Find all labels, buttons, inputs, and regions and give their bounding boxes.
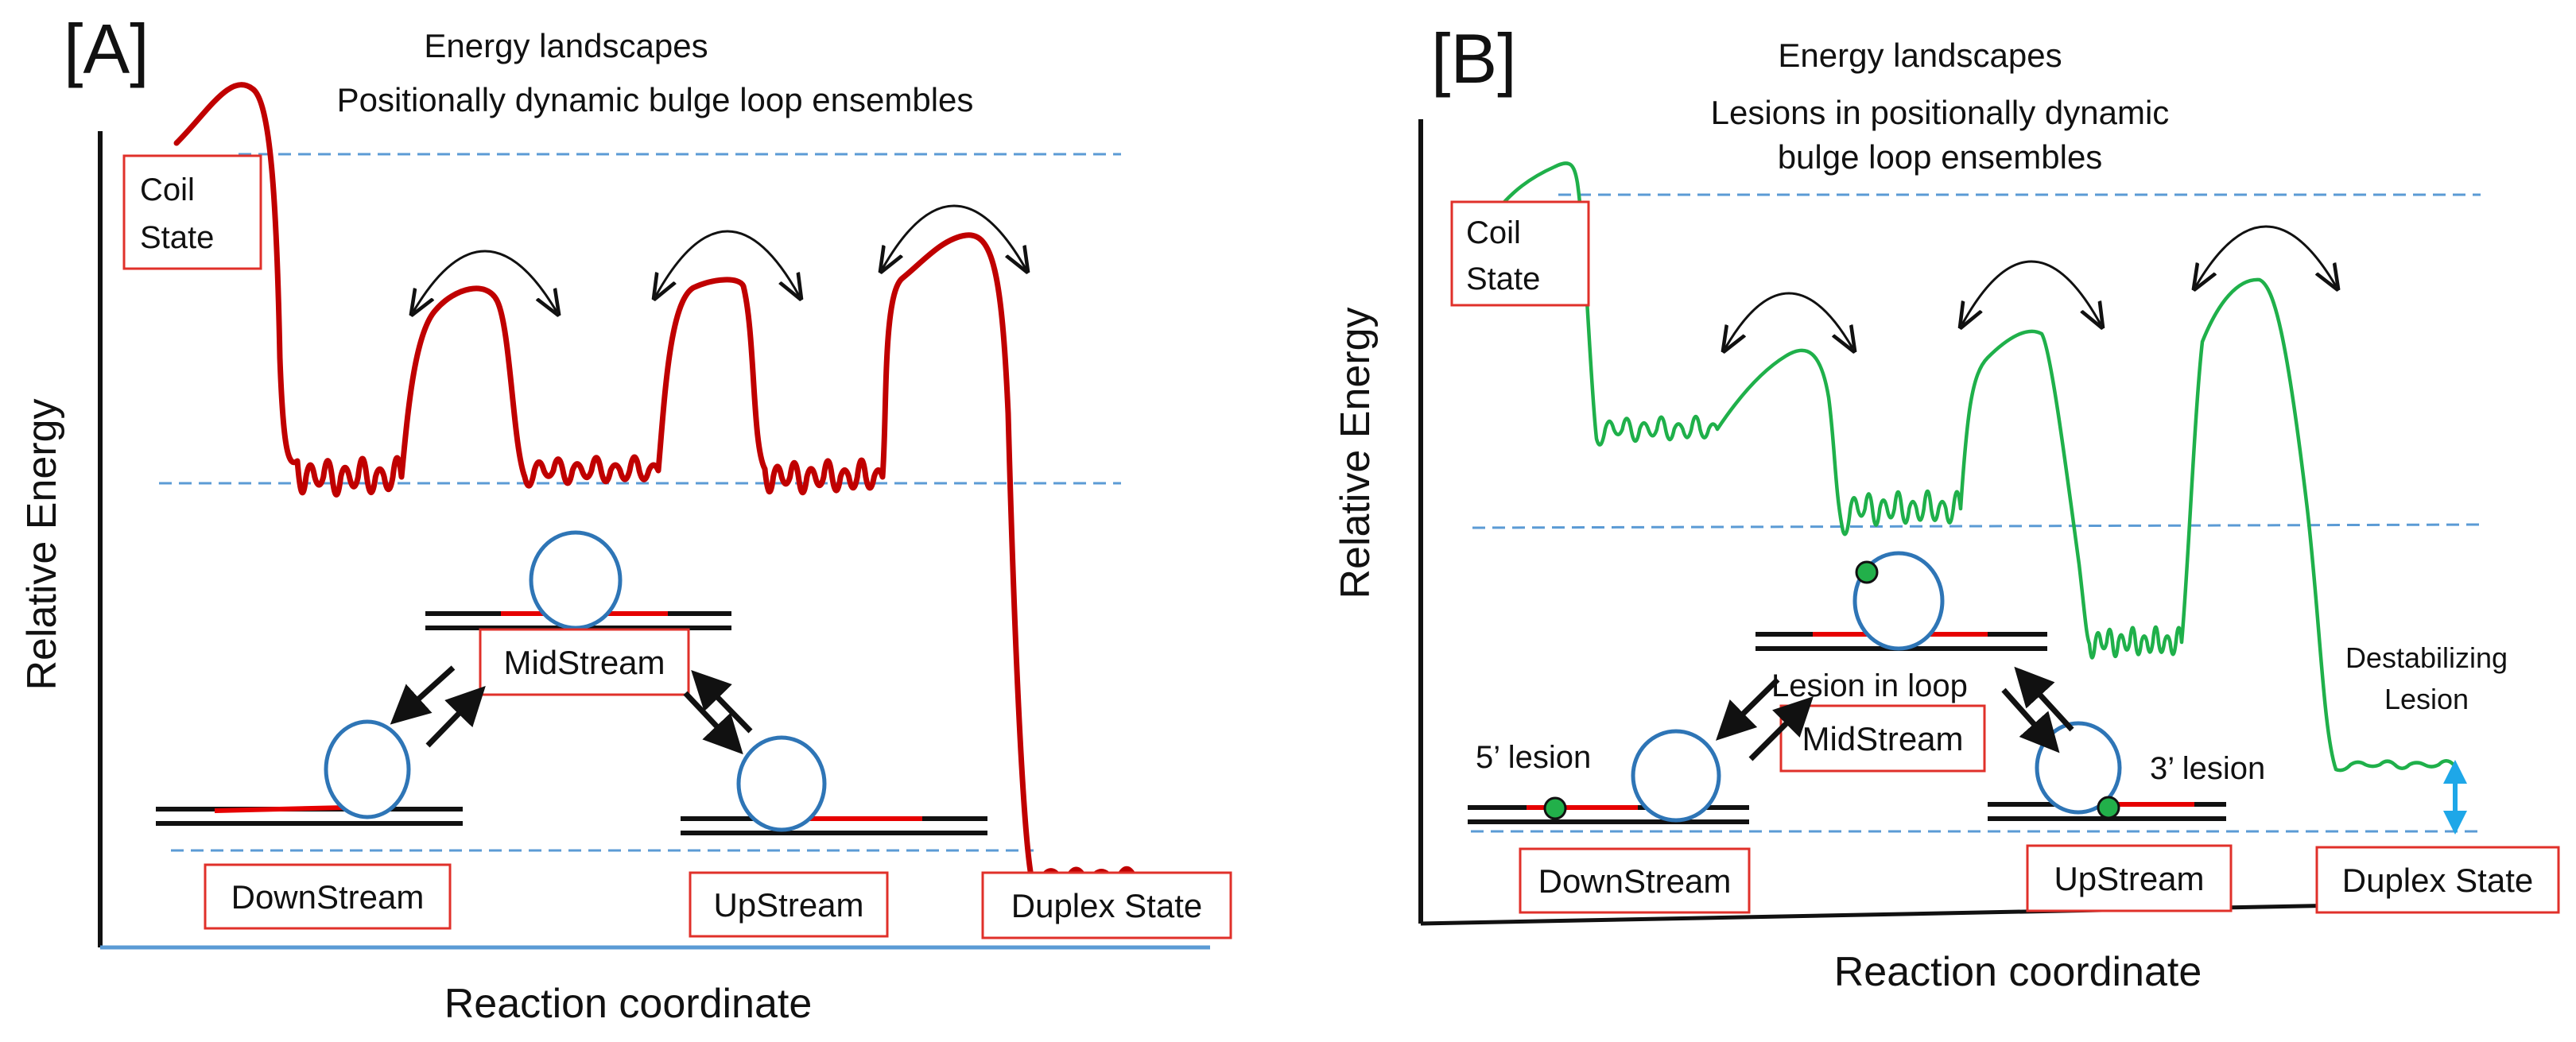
panel-b-y-axis-label: Relative Energy — [1333, 307, 1379, 598]
panel-a-y-axis-label: Relative Energy — [19, 398, 65, 690]
panel-b-x-axis-label: Reaction coordinate — [1834, 949, 2202, 995]
panel-b-three-prime-lesion: 3’ lesion — [2150, 751, 2265, 786]
panel-b-upstream-label: UpStream — [2054, 860, 2204, 897]
panel-a-downstream-loop — [324, 719, 411, 819]
panel-b-downstream-structure — [1468, 729, 1749, 824]
panel-b-exchange-arrow-2 — [1962, 260, 2101, 324]
panel-a-exchange-arrow-1 — [413, 250, 557, 312]
panel-a-equilibrium-arrows-right — [683, 669, 753, 755]
panel-a-x-axis-label: Reaction coordinate — [444, 981, 813, 1027]
panel-b-lesion-in-loop: Lesion in loop — [1771, 668, 1968, 703]
panel-b-title-line2: Lesions in positionally dynamic — [1711, 94, 2170, 131]
panel-b-downstream-box: DownStream — [1519, 847, 1751, 914]
panel-a-coil-state-line1: Coil — [140, 172, 195, 207]
panel-a-midstream-label: MidStream — [503, 644, 665, 681]
panel-b-exchange-arrow-1 — [1725, 292, 1852, 348]
panel-a-equilibrium-arrows-left — [390, 665, 486, 748]
panel-a-downstream-label: DownStream — [231, 878, 425, 916]
panel-a-coil-state-box: Coil State — [122, 154, 262, 270]
panel-b-title-line1: Energy landscapes — [1778, 37, 2062, 74]
panel-a-energy-curve — [173, 82, 1136, 885]
panel-b-downstream-label: DownStream — [1538, 862, 1732, 900]
panel-b-coil-state-line1: Coil — [1466, 215, 1521, 250]
panel-b-coil-state-line2: State — [1466, 261, 1540, 296]
panel-a-upstream-structure — [681, 735, 987, 835]
panel-a: [A] Energy landscapes Positionally dynam… — [19, 10, 1232, 1027]
panel-a-duplex-box: Duplex State — [981, 871, 1232, 939]
panel-a-upstream-label: UpStream — [713, 886, 863, 924]
panel-b-exchange-arrow-3 — [2196, 225, 2336, 286]
panel-a-exchange-arrow-2 — [656, 230, 799, 296]
panel-a-exchange-arrow-3 — [883, 204, 1026, 269]
panel-a-downstream-box: DownStream — [204, 863, 452, 930]
panel-b-loop-lesion-dot — [1855, 560, 1879, 584]
panel-b: [B] Energy landscapes Lesions in positio… — [1333, 19, 2560, 995]
panel-a-duplex-label: Duplex State — [1011, 887, 1202, 924]
panel-a-midstream-loop — [529, 530, 623, 630]
panel-b-midstream-structure — [1755, 551, 2047, 651]
panel-b-coil-state-box: Coil State — [1450, 200, 1590, 307]
panel-b-duplex-label: Duplex State — [2342, 862, 2533, 899]
panel-b-equilibrium-arrows-left — [1716, 677, 1814, 761]
panel-b-upstream-box: UpStream — [2026, 844, 2233, 912]
panel-a-title-line1: Energy landscapes — [424, 27, 708, 64]
panel-b-midstream-label: MidStream — [1802, 720, 1963, 757]
panel-b-downstream-loop — [1631, 729, 1721, 823]
panel-a-midstream-structure — [425, 530, 731, 630]
panel-b-title-line3: bulge loop ensembles — [1778, 138, 2103, 176]
panel-b-midstream-box: MidStream — [1779, 704, 1986, 773]
panel-b-equilibrium-arrows-right — [2001, 666, 2074, 753]
panel-b-five-prime-lesion: 5’ lesion — [1476, 740, 1591, 775]
panel-b-duplex-box: Duplex State — [2315, 846, 2560, 914]
panel-a-midstream-box: MidStream — [479, 628, 690, 696]
panel-a-title-line2: Positionally dynamic bulge loop ensemble… — [337, 81, 974, 118]
panel-b-five-prime-lesion-dot — [1543, 796, 1567, 820]
panel-b-label: [B] — [1431, 19, 1517, 98]
panel-b-destabilizing-line2: Lesion — [2384, 683, 2469, 715]
panel-a-downstream-structure — [156, 719, 463, 826]
panel-b-guide-mid — [1472, 523, 2481, 529]
panel-b-destabilizing-line1: Destabilizing — [2345, 641, 2508, 674]
panel-a-upstream-loop — [736, 735, 827, 832]
panel-a-coil-state-line2: State — [140, 220, 214, 255]
panel-a-label: [A] — [64, 10, 149, 88]
panel-b-energy-curve — [1489, 161, 2456, 773]
panel-b-three-prime-lesion-dot — [2097, 796, 2120, 819]
panel-a-upstream-box: UpStream — [689, 871, 889, 938]
